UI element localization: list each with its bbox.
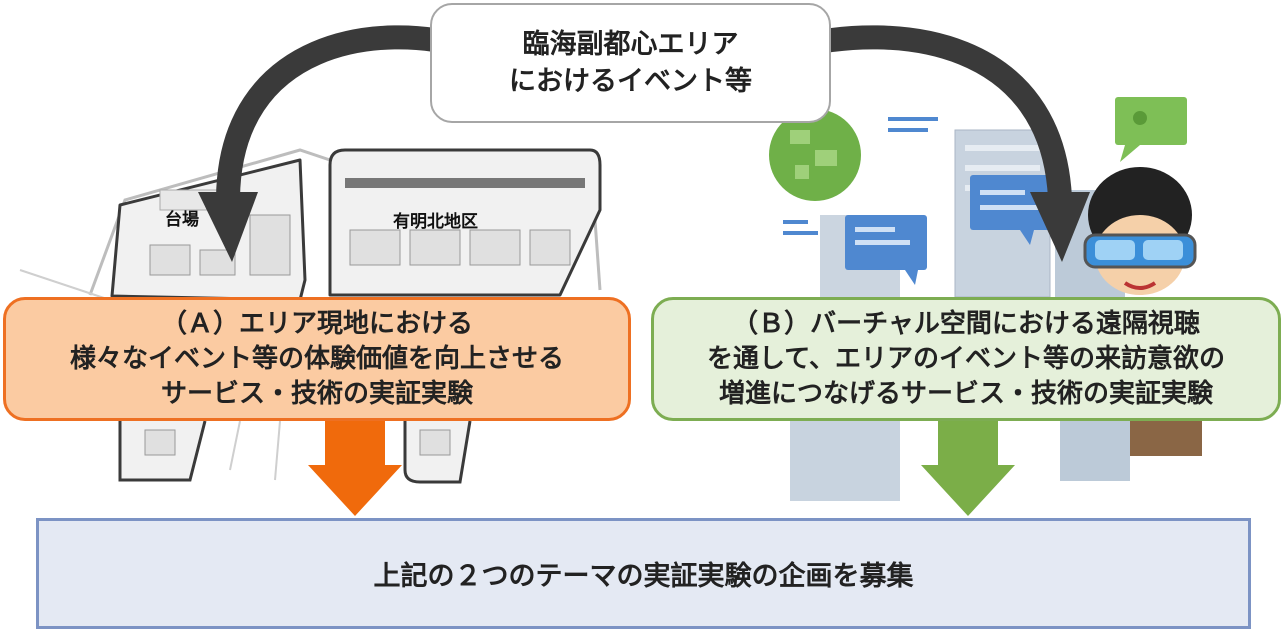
- recruitment-box: 上記の２つのテーマの実証実験の企画を募集: [36, 518, 1251, 629]
- theme-a-line3: サービス・技術の実証実験: [160, 378, 473, 409]
- event-area-box: 臨海副都心エリア におけるイベント等: [430, 3, 831, 123]
- theme-a-line1: （Ａ）エリア現地における: [160, 308, 473, 339]
- recruitment-text: 上記の２つのテーマの実証実験の企画を募集: [373, 561, 914, 592]
- curved-arrow-right: [787, 25, 1090, 262]
- theme-b-line3: 増進につなげるサービス・技術の実証実験: [718, 378, 1213, 409]
- down-arrow-a: [308, 421, 402, 516]
- theme-a-box: （Ａ）エリア現地における 様々なイベント等の体験価値を向上させる サービス・技術…: [3, 297, 631, 421]
- theme-b-line2: を通して、エリアのイベント等の来訪意欲の: [707, 343, 1225, 374]
- area-map-illustration: [19, 148, 602, 484]
- theme-b-box: （Ｂ）バーチャル空間における遠隔視聴 を通して、エリアのイベント等の来訪意欲の …: [651, 297, 1281, 421]
- virtual-viewing-illustration: [769, 97, 1202, 501]
- event-area-line1: 臨海副都心エリア: [522, 29, 739, 60]
- down-arrow-b: [921, 421, 1015, 516]
- theme-a-line2: 様々なイベント等の体験価値を向上させる: [69, 343, 564, 374]
- event-area-line2: におけるイベント等: [509, 66, 752, 97]
- map-label-daiba: 台場: [165, 210, 199, 230]
- map-label-ariake: 有明北地区: [393, 212, 478, 232]
- theme-b-line1: （Ｂ）バーチャル空間における遠隔視聴: [732, 308, 1200, 339]
